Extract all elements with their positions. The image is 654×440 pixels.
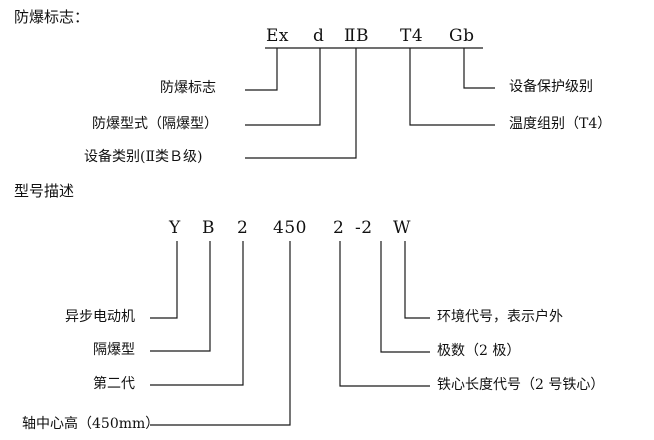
label-model-environment: 环境代号，表示户外 [437,309,563,325]
label-model-poles: 极数（2 极） [437,343,521,359]
leader-b [150,241,211,352]
label-ex-category: 设备类别(Ⅱ类Ｂ级) [84,149,203,165]
label-model-explosion: 隔爆型 [93,342,135,358]
label-model-generation: 第二代 [93,376,135,392]
ex-code-iib: ⅡB [344,26,370,46]
leader-450 [150,241,291,426]
leader-d [245,48,321,126]
ex-code-d: d [313,26,325,46]
leader-y [150,241,178,319]
ex-heading: 防爆标志： [14,8,90,26]
model-code-450: 450 [273,218,307,238]
label-model-motor: 异步电动机 [65,309,135,325]
ex-code-t4: T4 [400,26,424,46]
label-model-core: 铁心长度代号（2 号铁心） [437,377,605,393]
model-heading: 型号描述 [14,182,75,200]
model-code-2: 2 [237,218,249,238]
label-ex-temperature: 温度组别（T4） [509,116,612,132]
ex-code-ex: Ex [266,26,289,46]
label-ex-mark: 防爆标志 [160,80,216,96]
leader-iib [245,48,357,159]
leader-core [339,241,430,387]
leader-t4 [409,48,495,126]
model-code-y: Y [169,218,181,238]
ex-code-gb: Gb [449,26,475,46]
label-model-shaft: 轴中心高（450mm） [22,416,160,432]
model-code-2b: 2 [333,218,345,238]
model-code-b: B [202,218,215,238]
model-code-w: W [393,218,411,238]
label-ex-protection: 设备保护级别 [509,79,593,95]
leader-w [404,241,430,319]
leader-2 [150,241,244,386]
model-code-minus2: -2 [355,218,373,238]
label-ex-type: 防爆型式（隔爆型） [92,116,218,132]
leader-gb [463,48,495,89]
leader-ex [245,48,278,91]
leader-poles [380,241,430,353]
